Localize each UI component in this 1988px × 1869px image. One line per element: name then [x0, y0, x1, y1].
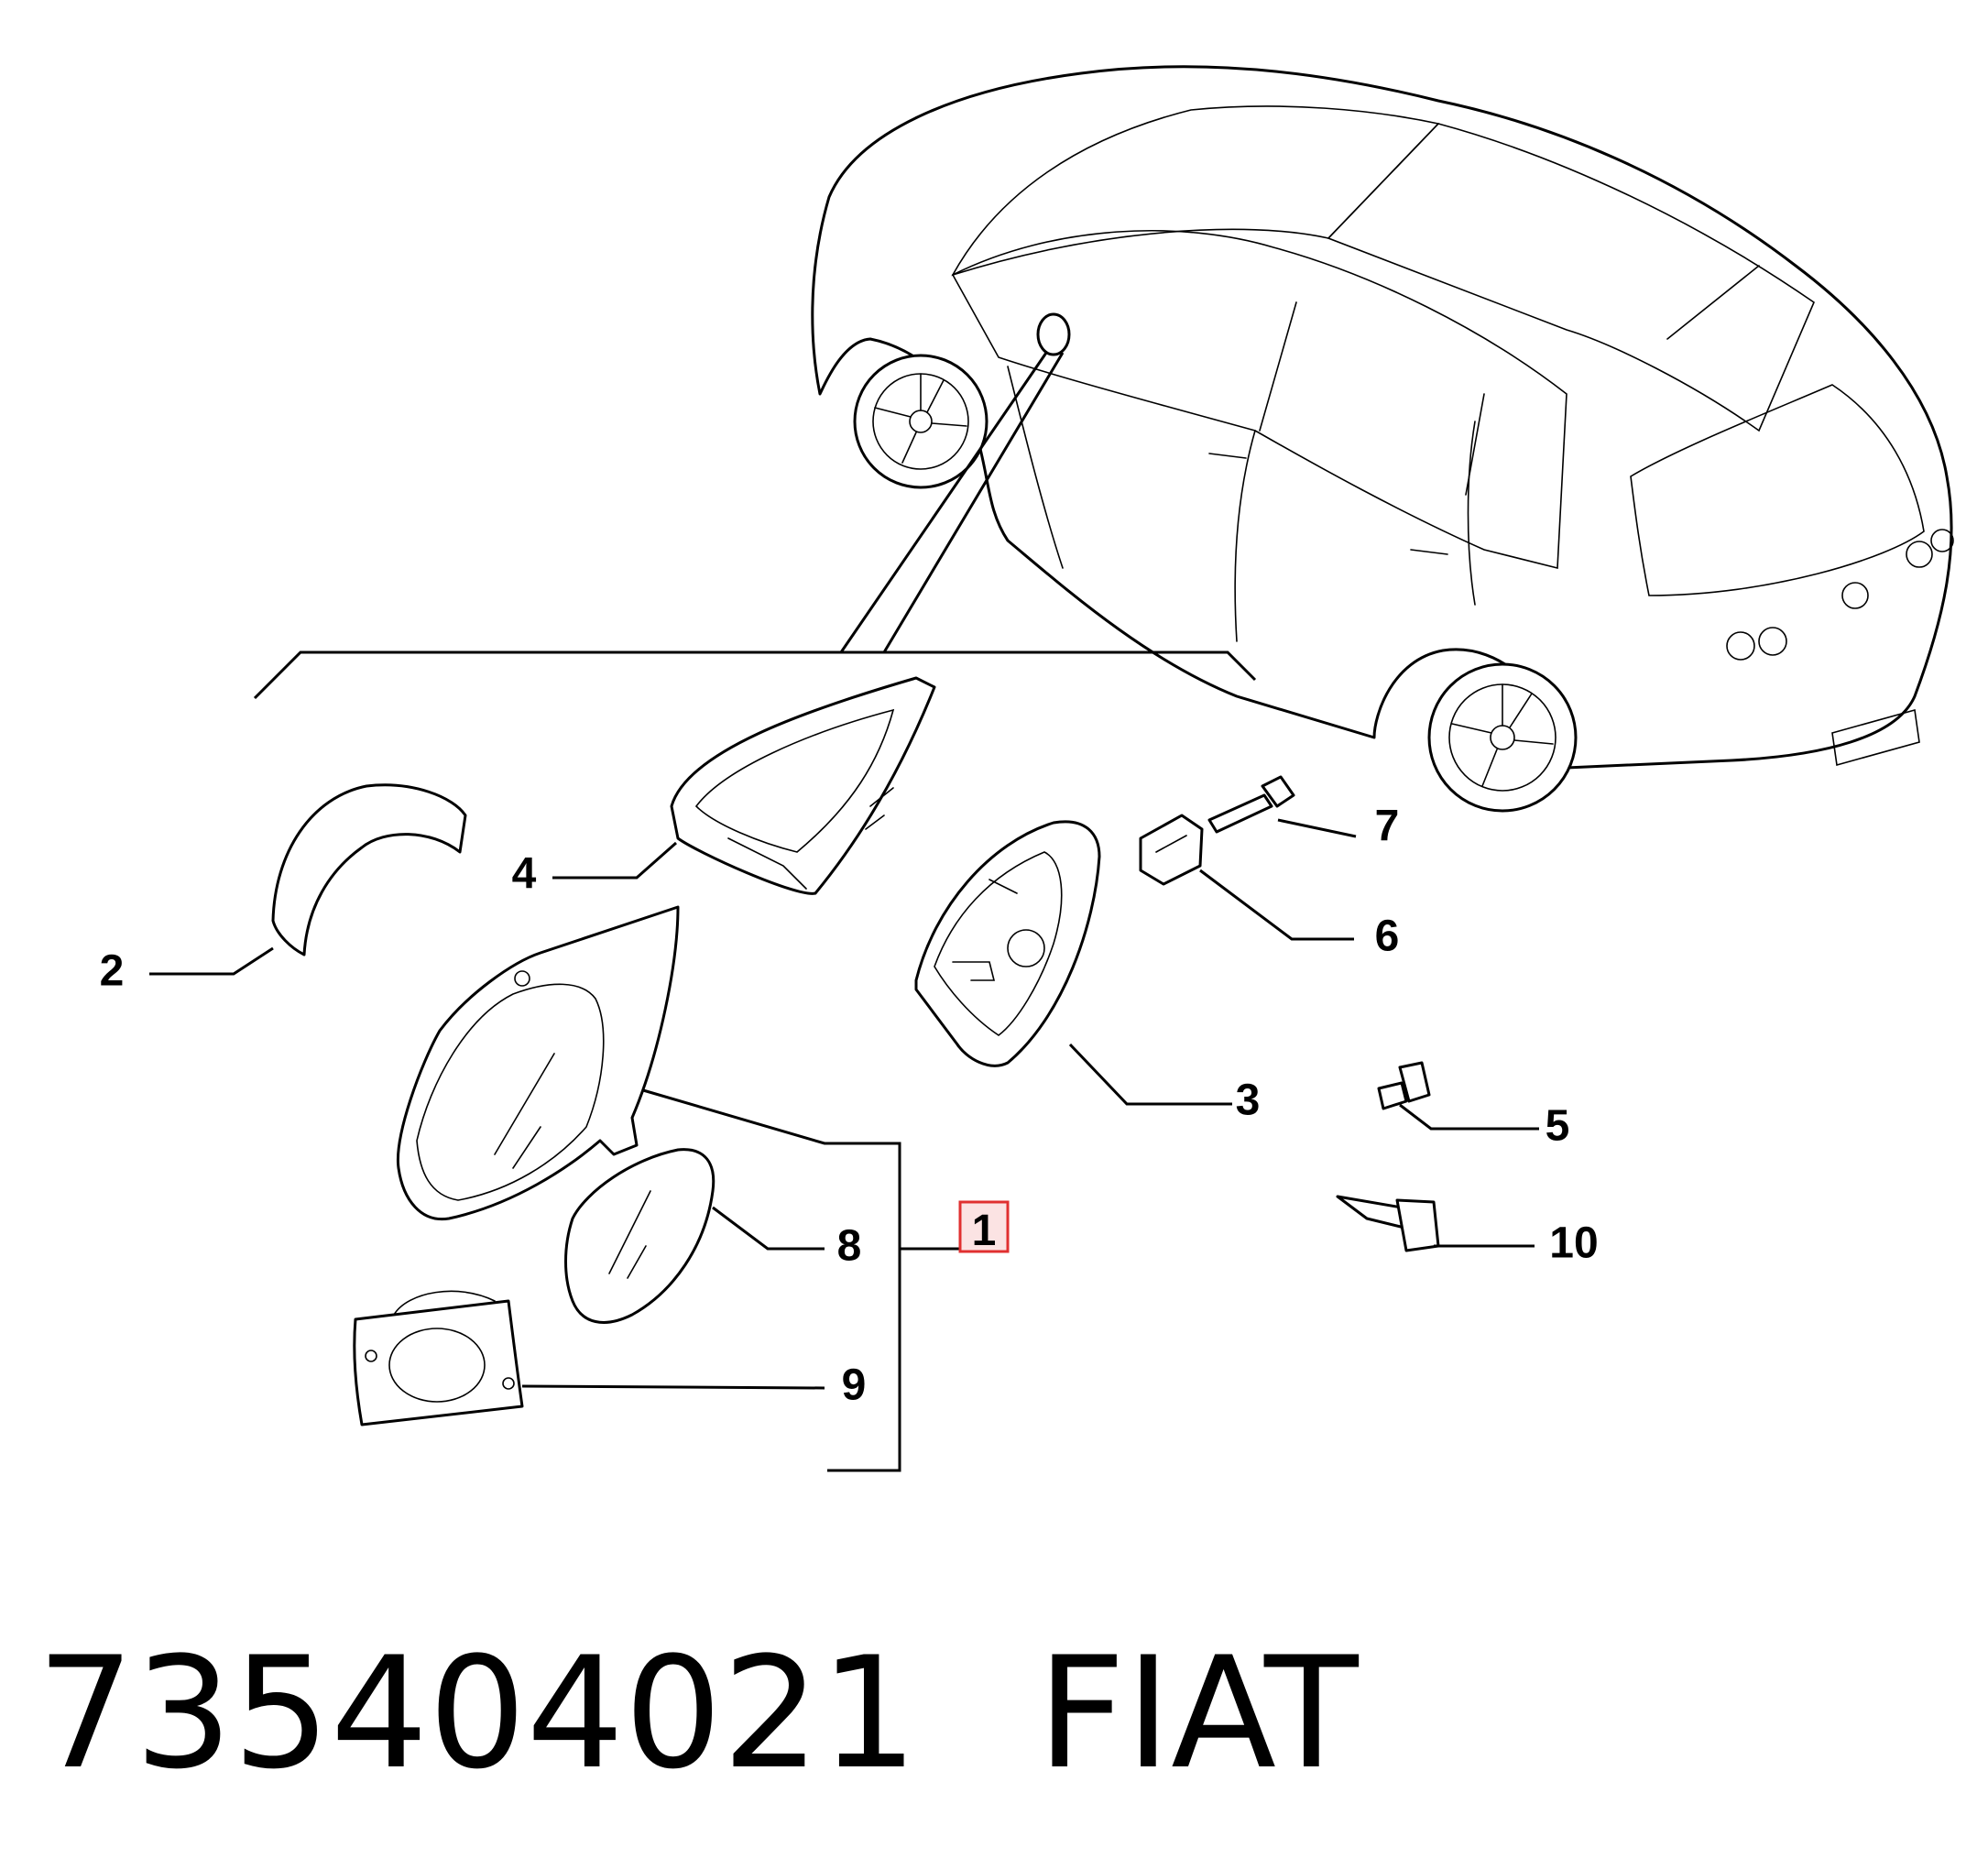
callout-2: 2 [100, 947, 125, 996]
part-6-clip [1139, 814, 1204, 886]
part-caption: 735404021 FIAT [37, 1622, 1359, 1805]
part-2-mirror-cap [271, 783, 467, 956]
part-9-gasket [353, 1290, 524, 1426]
callout-1-highlight [958, 1200, 1010, 1253]
leader-lines [149, 818, 1539, 1472]
car-illustration [811, 65, 1954, 813]
part-4-trim-frame [670, 676, 936, 895]
callout-1[interactable]: 1 [972, 1207, 997, 1255]
callout-labels: 1 2 3 4 5 6 7 8 9 10 [100, 803, 1599, 1410]
part-5-screw [1377, 1061, 1431, 1110]
part-number: 735404021 [37, 1623, 918, 1803]
callout-6: 6 [1375, 913, 1400, 961]
callout-7: 7 [1375, 803, 1400, 851]
part-7-bolt [1207, 775, 1295, 834]
part-brand: FIAT [1036, 1623, 1359, 1803]
callout-5: 5 [1546, 1102, 1570, 1151]
part-8-mirror-glass [564, 1148, 715, 1324]
group-bracket [253, 650, 1257, 700]
zoom-leader [839, 352, 1065, 653]
callout-4: 4 [512, 850, 537, 899]
part-1-mirror-housing[interactable] [396, 905, 680, 1221]
callout-8: 8 [837, 1222, 862, 1271]
part-3-cover-frame [914, 820, 1101, 1067]
callout-9: 9 [842, 1361, 867, 1410]
callout-3: 3 [1236, 1077, 1261, 1125]
callout-10: 10 [1549, 1219, 1598, 1268]
part-10-screw [1336, 1195, 1440, 1252]
